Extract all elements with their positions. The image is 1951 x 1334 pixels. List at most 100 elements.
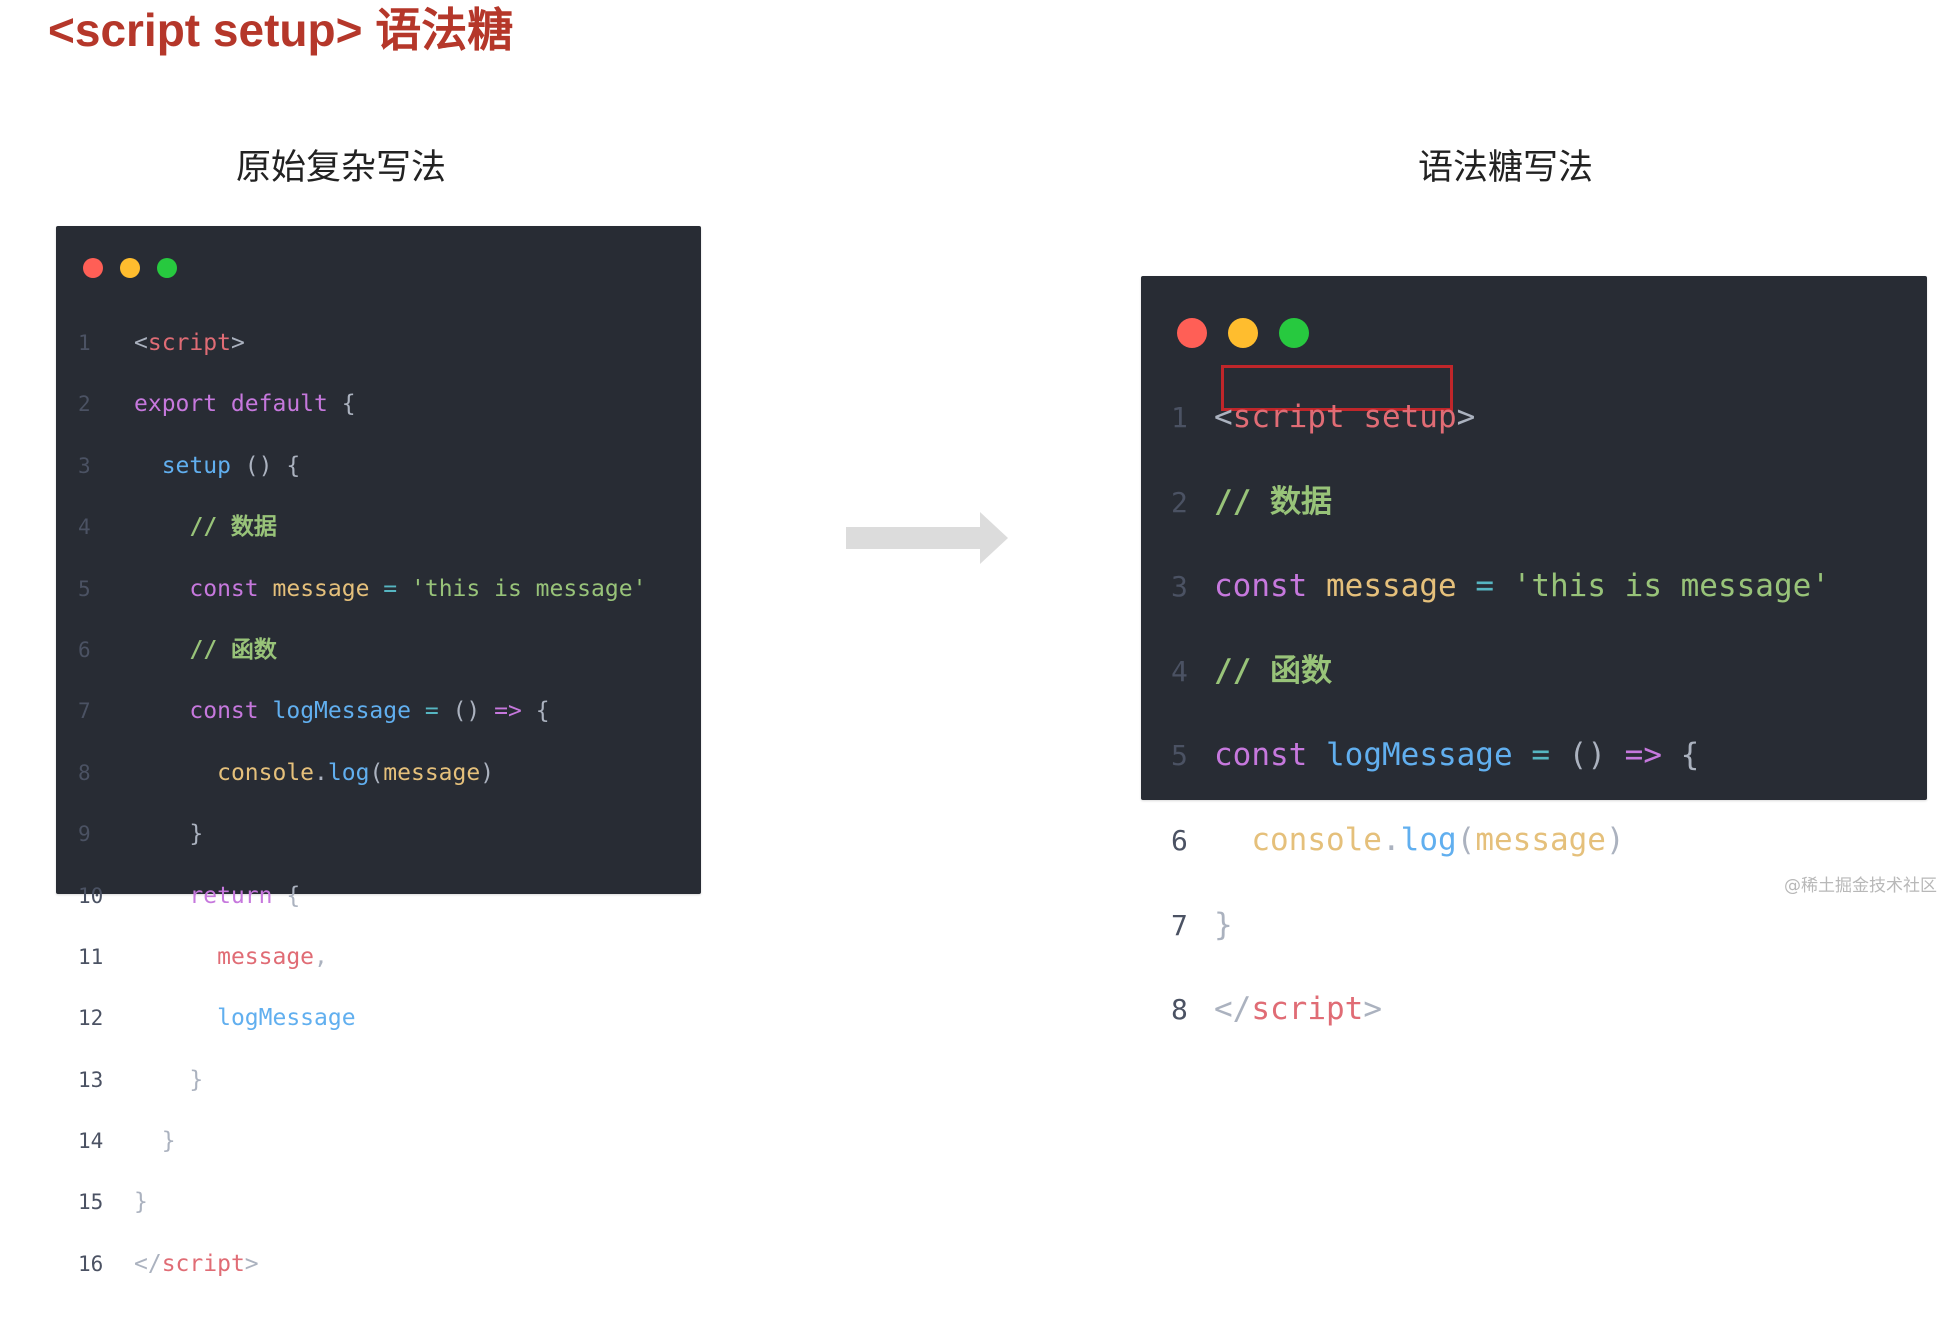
- close-dot-icon: [1177, 318, 1207, 348]
- line-number: 5: [78, 576, 91, 601]
- setup-parens: () {: [230, 452, 301, 479]
- string-message: 'this is message': [1512, 568, 1830, 605]
- paren-open: (: [369, 759, 384, 786]
- code-line: 4 // 数据: [78, 510, 646, 545]
- angle-close: >: [230, 330, 245, 356]
- parens: (): [452, 698, 481, 725]
- brace: }: [1214, 906, 1233, 943]
- prop-message: message: [217, 943, 315, 970]
- string-message: 'this is message': [411, 575, 647, 602]
- line-number: 3: [78, 453, 91, 478]
- line-number: 7: [78, 699, 91, 724]
- var-message: message: [272, 575, 370, 602]
- keyword-const: const: [189, 575, 259, 602]
- tag-script: script: [1251, 991, 1364, 1028]
- line-number: 7: [1171, 908, 1188, 942]
- line-number: 15: [78, 1190, 104, 1215]
- keyword-const: const: [1214, 737, 1308, 774]
- fn-logmessage: logMessage: [272, 698, 411, 725]
- line-number: 6: [78, 637, 91, 662]
- script-setup-highlight: [1221, 365, 1453, 411]
- keyword-export-default: export default: [134, 391, 328, 418]
- code-line: 5 const message = 'this is message': [78, 572, 646, 607]
- line-number: 16: [78, 1251, 104, 1276]
- line-number: 10: [78, 883, 104, 908]
- code-line: 1<script setup>: [1171, 393, 1830, 442]
- angle-close-open: </: [1214, 991, 1252, 1028]
- brace: }: [189, 1066, 204, 1093]
- var-message: message: [1326, 568, 1457, 605]
- var-message: message: [383, 759, 481, 786]
- obj-console: console: [1251, 821, 1382, 858]
- tag-script: script: [147, 330, 231, 356]
- keyword-const: const: [1214, 568, 1308, 605]
- tag-script: script: [161, 1250, 245, 1277]
- line-number: 14: [78, 1129, 104, 1154]
- code-line: 2 // 数据: [1171, 478, 1830, 527]
- code-line: 15}: [78, 1185, 646, 1220]
- minimize-dot-icon: [1228, 318, 1258, 348]
- brace: {: [341, 391, 356, 418]
- line-number: 4: [1171, 654, 1188, 688]
- left-caption: 原始复杂写法: [236, 148, 447, 188]
- keyword-const: const: [189, 698, 259, 725]
- line-number: 1: [78, 331, 91, 355]
- code-line: 14 }: [78, 1124, 646, 1159]
- operator-eq: =: [1475, 568, 1494, 605]
- fn-setup: setup: [161, 452, 231, 479]
- line-number: 8: [78, 760, 91, 785]
- arrow-operator: =>: [1624, 737, 1662, 774]
- brace: }: [134, 1189, 148, 1216]
- window-controls: [1177, 318, 1330, 348]
- fn-log: log: [327, 759, 370, 786]
- code-line: 6 console.log(message): [1171, 816, 1830, 865]
- paren-close: ): [480, 759, 495, 786]
- code-line: 7}: [1171, 901, 1830, 950]
- code-line: 8 console.log(message): [78, 756, 646, 791]
- operator-eq: =: [1531, 737, 1550, 774]
- line-number: 13: [78, 1067, 104, 1092]
- angle-close: >: [1363, 991, 1382, 1028]
- parens: (): [1568, 737, 1606, 774]
- fn-log: log: [1400, 821, 1457, 858]
- slide-title: <script setup> 语法糖: [48, 4, 514, 56]
- brace: {: [286, 882, 301, 909]
- angle-open: <: [134, 330, 148, 356]
- comment-data: // 数据: [189, 514, 277, 541]
- comment-fn: // 函数: [1214, 652, 1332, 689]
- code-line: 6 // 函数: [78, 633, 646, 668]
- line-number: 5: [1171, 739, 1188, 773]
- line-number: 9: [78, 822, 91, 847]
- operator-eq: =: [424, 698, 439, 725]
- angle-close: >: [244, 1250, 259, 1277]
- comment-fn: // 函数: [189, 636, 277, 663]
- watermark: @稀土掘金技术社区: [1784, 876, 1937, 896]
- code-line: 4 // 函数: [1171, 647, 1830, 696]
- angle-close: >: [1456, 399, 1476, 435]
- tag-script-setup: script setup: [1232, 399, 1457, 435]
- right-arrow-icon: [846, 512, 1008, 564]
- prop-logmessage: logMessage: [217, 1005, 356, 1032]
- right-caption: 语法糖写法: [1418, 148, 1594, 188]
- minimize-dot-icon: [120, 258, 140, 278]
- code-line: 9 }: [78, 817, 646, 852]
- line-number: 4: [78, 515, 91, 540]
- code-line: 12 logMessage: [78, 1001, 646, 1036]
- keyword-return: return: [189, 882, 273, 909]
- comment-data: // 数据: [1214, 483, 1332, 520]
- line-number: 2: [1171, 485, 1188, 519]
- line-number: 8: [1171, 993, 1188, 1027]
- maximize-dot-icon: [1279, 318, 1309, 348]
- brace: {: [1680, 737, 1700, 774]
- angle-close-open: </: [134, 1250, 162, 1277]
- code-line: 10 return {: [78, 879, 646, 914]
- code-line: 11 message,: [78, 940, 646, 975]
- maximize-dot-icon: [157, 258, 177, 278]
- operator-eq: =: [383, 575, 398, 602]
- dot: .: [314, 759, 328, 786]
